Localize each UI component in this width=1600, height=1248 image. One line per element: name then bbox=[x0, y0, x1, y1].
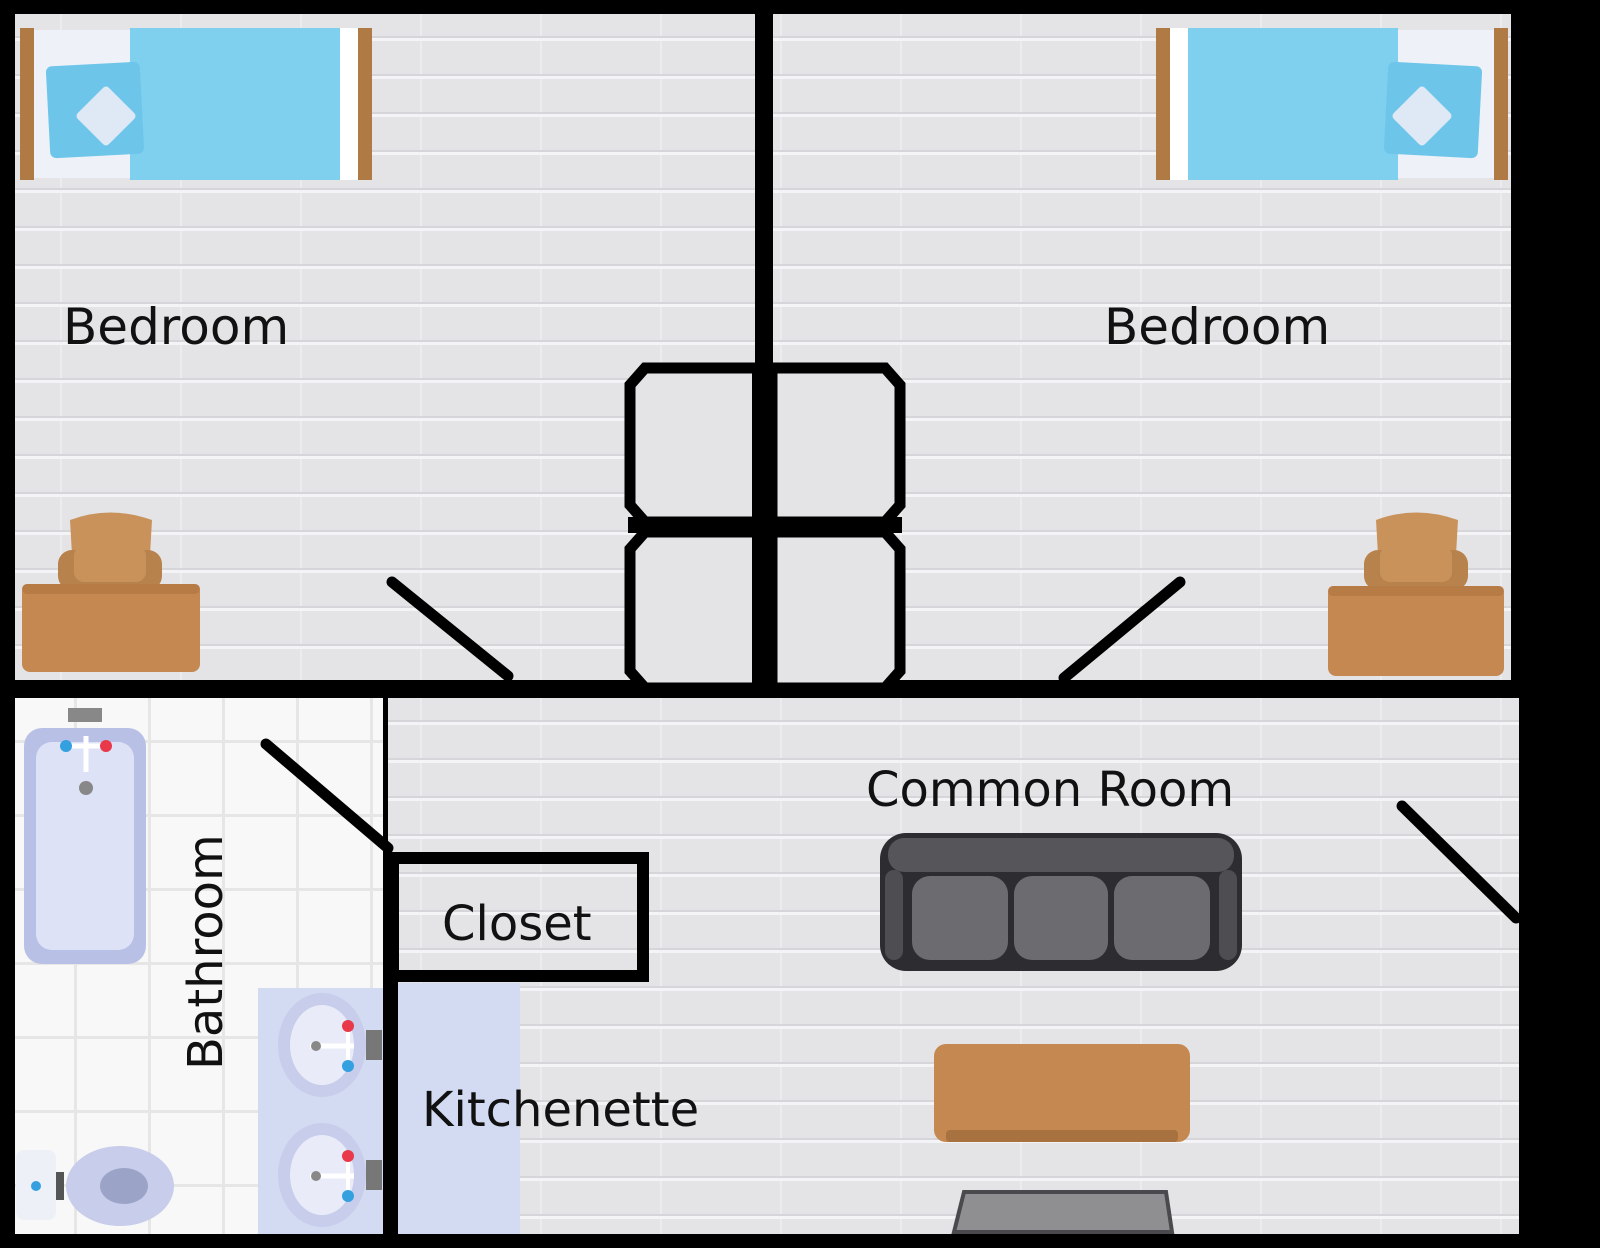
wardrobe-right-top bbox=[766, 362, 906, 528]
toilet bbox=[16, 1146, 174, 1226]
door-bedroom-left bbox=[386, 576, 514, 682]
door-bathroom bbox=[260, 738, 394, 854]
sink-top bbox=[278, 993, 382, 1097]
desk-chair-left bbox=[22, 512, 200, 672]
label-bedroom-right: Bedroom bbox=[1104, 298, 1330, 356]
door-common-room bbox=[1396, 800, 1522, 924]
label-kitchenette: Kitchenette bbox=[422, 1082, 699, 1138]
tap-hot bbox=[100, 740, 112, 752]
kitchen-counter bbox=[398, 983, 520, 1234]
wardrobe-left-top bbox=[624, 362, 764, 528]
desk-chair-right bbox=[1328, 512, 1504, 676]
bed-right bbox=[1156, 28, 1508, 180]
coffee-table bbox=[934, 1044, 1190, 1142]
sofa bbox=[880, 833, 1242, 971]
bed-left bbox=[20, 28, 372, 180]
wardrobe-left-bottom bbox=[624, 526, 764, 694]
label-bathroom: Bathroom bbox=[178, 834, 234, 1070]
label-common-room: Common Room bbox=[866, 762, 1234, 818]
bathtub bbox=[24, 708, 146, 964]
label-bedroom-left: Bedroom bbox=[63, 298, 289, 356]
wardrobe-right-bottom bbox=[766, 526, 906, 694]
tv-stand bbox=[951, 1190, 1175, 1234]
tap-cold bbox=[60, 740, 72, 752]
wardrobe-shelf bbox=[628, 517, 902, 533]
closet-wall bbox=[387, 852, 649, 982]
door-bedroom-right bbox=[1058, 576, 1186, 684]
sink-bottom bbox=[278, 1123, 382, 1227]
door-swings bbox=[260, 576, 1522, 924]
label-closet: Closet bbox=[442, 896, 592, 952]
